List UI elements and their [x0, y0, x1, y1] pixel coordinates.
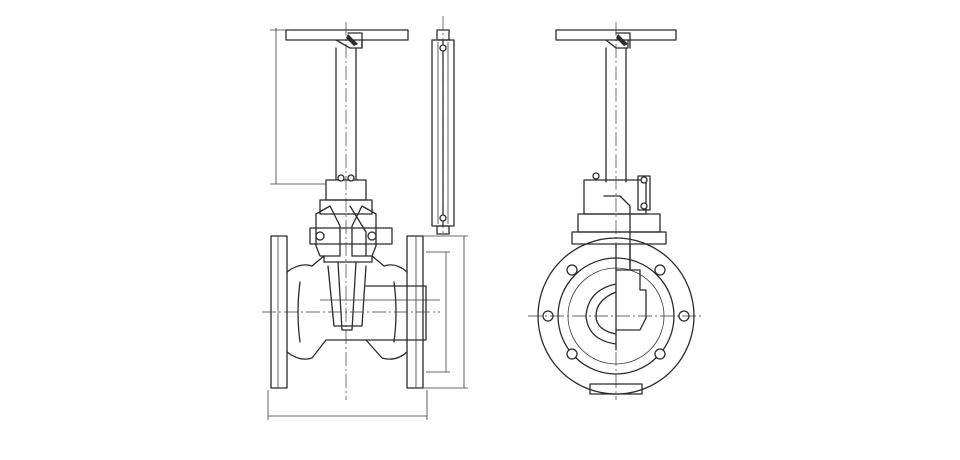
- end-gate-section: [585, 243, 647, 351]
- valve-body: [262, 235, 440, 389]
- valve-stem: [335, 22, 357, 400]
- handwheel: [285, 29, 409, 49]
- stem-side-view: [431, 16, 455, 236]
- end-bonnet: [571, 172, 667, 271]
- end-handwheel: [555, 29, 677, 49]
- end-view: [528, 22, 704, 400]
- bonnet: [309, 174, 393, 257]
- front-dimensions: [267, 28, 468, 420]
- front-view: [262, 22, 468, 420]
